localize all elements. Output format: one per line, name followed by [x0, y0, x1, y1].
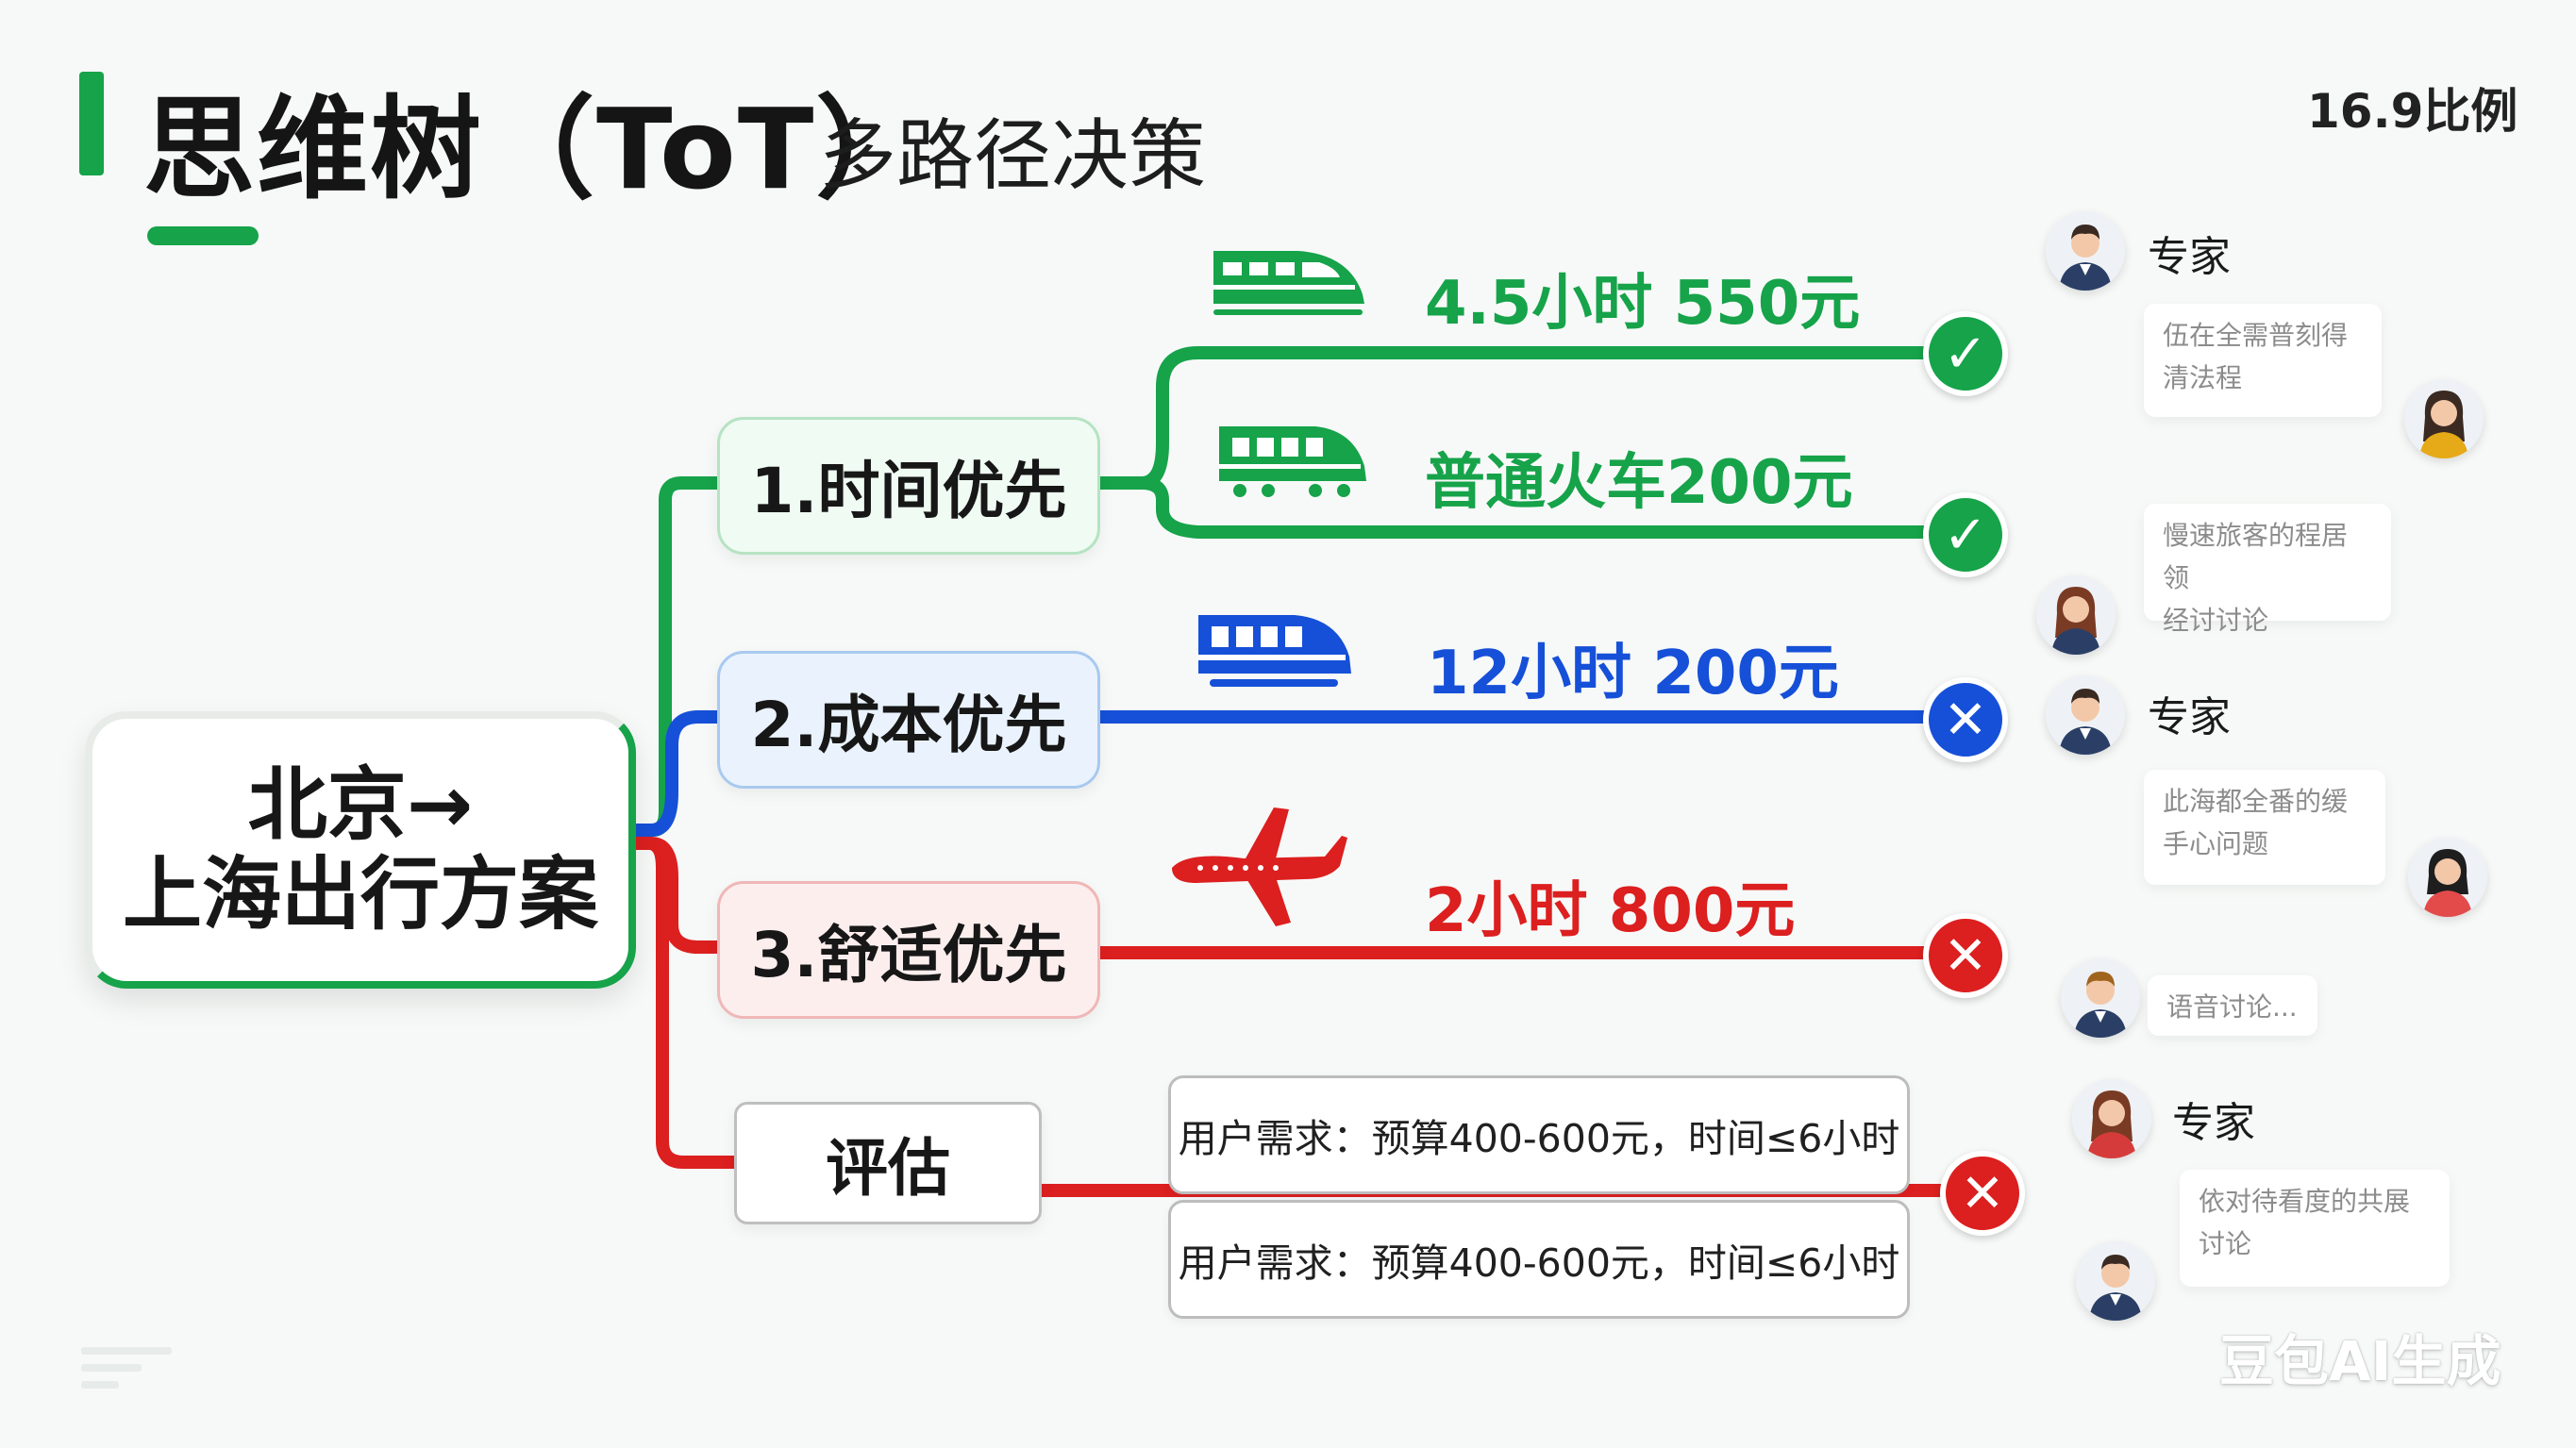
branch-label: 2.成本优先: [750, 689, 1067, 761]
page-subtitle: 多路径决策: [819, 111, 1207, 201]
route-label: 普通火车200元: [1425, 448, 1853, 518]
high-speed-train-icon: [1213, 251, 1364, 315]
chat-bubble: 此海都全番的缓 手心问题: [2144, 770, 2385, 885]
cross-icon: ✕: [1923, 677, 2008, 762]
title-underline: [147, 226, 259, 245]
male-avatar-icon: [2046, 211, 2125, 291]
chat-bubble-text: 此海都全番的缓 手心问题: [2163, 786, 2349, 859]
check-icon: ✓: [1923, 311, 2008, 396]
expert-label: 专家: [2172, 1099, 2255, 1147]
root-label: 北京→ 上海出行方案: [122, 758, 598, 940]
watermark: 豆包AI生成: [2219, 1329, 2501, 1393]
root-node: 北京→ 上海出行方案: [85, 711, 636, 989]
requirement-text: 用户需求：预算400-600元，时间≤6小时: [1178, 1116, 1900, 1161]
airplane-icon: [1172, 807, 1347, 926]
male-avatar-icon: [2046, 675, 2125, 755]
requirement-box: 用户需求：预算400-600元，时间≤6小时: [1168, 1200, 1910, 1319]
expert-label: 专家: [2148, 233, 2231, 281]
chat-bubble: 伍在全需普刻得 清法程: [2144, 304, 2382, 417]
chat-bubble-text: 慢速旅客的程居领 经讨讨论: [2163, 520, 2349, 636]
male-avatar-icon: [2061, 958, 2140, 1038]
regular-train-icon: [1219, 426, 1366, 497]
female-avatar-icon: [2404, 379, 2484, 458]
branch-cost-priority: 2.成本优先: [717, 651, 1100, 789]
cross-icon: ✕: [1923, 913, 2008, 998]
male-avatar-icon: [2076, 1241, 2155, 1321]
aspect-ratio-note: 16.9比例: [2307, 84, 2518, 139]
requirement-text: 用户需求：预算400-600元，时间≤6小时: [1178, 1240, 1900, 1286]
train-icon: [1198, 615, 1351, 687]
female-avatar-icon: [2036, 575, 2116, 655]
cross-icon: ✕: [1940, 1151, 2025, 1236]
route-label: 4.5小时 550元: [1425, 269, 1861, 339]
chat-bubble: 依对待看度的共展 讨论: [2180, 1170, 2450, 1287]
expert-label: 专家: [2148, 693, 2231, 741]
chat-bubble: 慢速旅客的程居领 经讨讨论: [2144, 504, 2391, 636]
page-title: 思维树（ToT）: [143, 84, 929, 214]
female-avatar-icon: [2408, 838, 2487, 917]
branch-comfort-priority: 3.舒适优先: [717, 881, 1100, 1019]
chat-bubble: 语音讨论...: [2148, 975, 2317, 1036]
chat-bubble-text: 伍在全需普刻得 清法程: [2163, 320, 2349, 393]
check-icon: ✓: [1923, 492, 2008, 577]
branch-evaluation: 评估: [734, 1102, 1042, 1224]
corner-decoration: [81, 1347, 172, 1389]
title-accent-bar: [79, 72, 104, 175]
chat-bubble-text: 语音讨论...: [2166, 991, 2298, 1023]
route-label: 12小时 200元: [1427, 639, 1839, 708]
branch-label: 1.时间优先: [750, 455, 1067, 527]
chat-bubble-text: 依对待看度的共展 讨论: [2199, 1186, 2411, 1259]
branch-label: 3.舒适优先: [750, 919, 1067, 991]
branch-time-priority: 1.时间优先: [717, 417, 1100, 555]
requirement-box: 用户需求：预算400-600元，时间≤6小时: [1168, 1075, 1910, 1194]
female-avatar-icon: [2072, 1079, 2151, 1158]
branch-label: 评估: [826, 1132, 950, 1205]
route-label: 2小时 800元: [1425, 876, 1796, 946]
